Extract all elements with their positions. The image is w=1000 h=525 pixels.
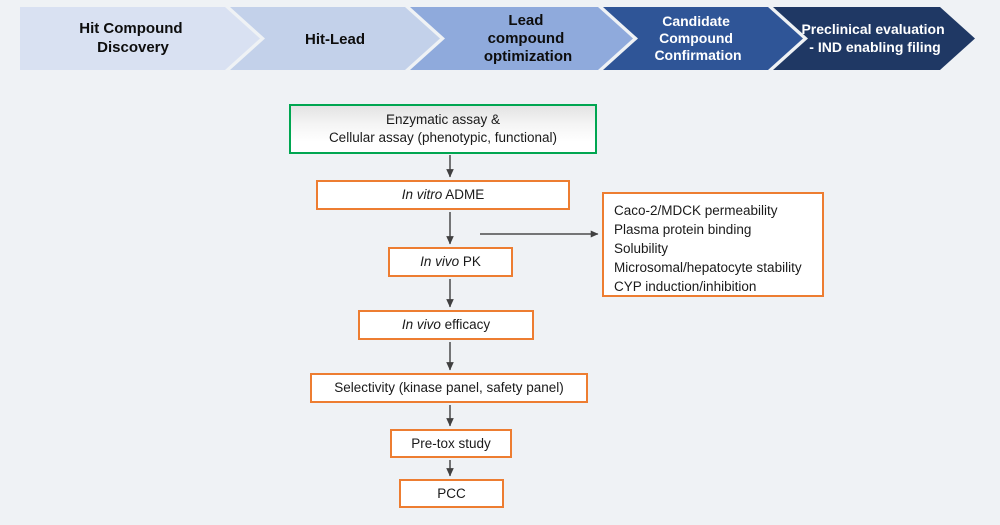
stage-chevron-hit-lead[interactable]: [230, 7, 440, 70]
side-panel-item: Plasma protein binding: [614, 222, 752, 237]
in-vivo-efficacy-rest: efficacy: [440, 317, 491, 333]
node-enzymatic-cellular-assay[interactable]: Enzymatic assay & Cellular assay (phenot…: [289, 104, 597, 154]
node-pre-tox-study[interactable]: Pre-tox study: [390, 429, 512, 458]
side-panel-item: Microsomal/hepatocyte stability: [614, 260, 802, 275]
node-in-vivo-pk[interactable]: In vivo PK: [388, 247, 513, 277]
node-in-vivo-efficacy[interactable]: In vivo efficacy: [358, 310, 534, 340]
assay-line-1: Enzymatic assay &: [385, 112, 501, 128]
selectivity-label: Selectivity (kinase panel, safety panel): [334, 380, 564, 396]
in-vivo-pk-rest: PK: [459, 254, 481, 270]
assay-line-2: Cellular assay (phenotypic, functional): [328, 130, 558, 145]
in-vivo-efficacy-italic: In vivo: [401, 317, 441, 333]
stage-chevron-candidate-compound-confirmation[interactable]: [603, 7, 803, 70]
node-pcc[interactable]: PCC: [399, 479, 504, 508]
side-panel-item: Caco-2/MDCK permeability: [614, 203, 778, 218]
stage-chevron-preclinical-evaluation[interactable]: [773, 7, 975, 70]
pre-tox-study-label: Pre-tox study: [411, 435, 491, 451]
side-panel-adme-assays[interactable]: Caco-2/MDCK permeability Plasma protein …: [602, 192, 824, 297]
pcc-label: PCC: [437, 485, 466, 501]
in-vivo-pk-italic: In vivo: [420, 254, 460, 270]
side-panel-item: Solubility: [614, 241, 669, 256]
in-vitro-adme-rest: ADME: [442, 187, 485, 203]
stage-chevron-hit-compound-discovery[interactable]: [20, 7, 260, 70]
node-selectivity[interactable]: Selectivity (kinase panel, safety panel): [310, 373, 588, 403]
node-in-vitro-adme[interactable]: In vitro ADME: [316, 180, 570, 210]
side-panel-item: CYP induction/inhibition: [614, 279, 757, 294]
stage-chevron-lead-compound-optimization[interactable]: [410, 7, 633, 70]
in-vitro-adme-italic: In vitro: [401, 187, 443, 203]
